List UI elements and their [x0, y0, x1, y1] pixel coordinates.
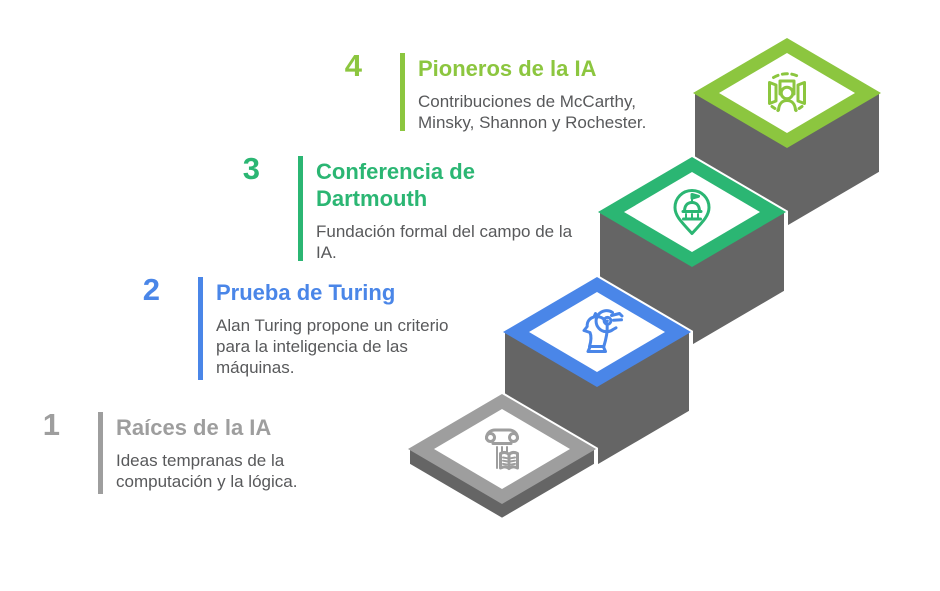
step-2-plate-inner — [529, 292, 665, 372]
step-3-description: Fundación formal del campo de la IA. — [316, 222, 573, 262]
step-1-description: Ideas tempranas de la computación y la l… — [116, 451, 298, 491]
step-2-number: 2 — [142, 272, 160, 307]
step-2-description: Alan Turing propone un criterio para la … — [216, 316, 449, 377]
step-4-block — [691, 35, 883, 231]
step-4-text-block: 4 Pioneros de la IA Contribuciones de Mc… — [345, 50, 668, 133]
step-1-block — [406, 391, 598, 523]
step-4-number: 4 — [344, 48, 362, 83]
step-3-accent-bar — [298, 156, 303, 261]
step-3-title: Conferencia de Dartmouth — [316, 159, 475, 211]
column-book-icon — [485, 428, 519, 470]
step-2-title: Prueba de Turing — [216, 280, 396, 305]
step-1-accent-bar — [98, 412, 103, 494]
step-2-text-block: 2 Prueba de Turing Alan Turing propone u… — [143, 274, 458, 380]
panorama-person-icon — [768, 72, 806, 112]
step-1-title: Raíces de la IA — [116, 415, 272, 440]
step-3-text-block: 3 Conferencia de Dartmouth Fundación for… — [243, 153, 572, 263]
chess-knight-robot-icon — [582, 309, 624, 353]
step-1-number: 1 — [42, 407, 60, 442]
step-1-text-block: 1 Raíces de la IA Ideas tempranas de la … — [43, 409, 336, 494]
step-3-number: 3 — [242, 151, 260, 186]
step-4-title: Pioneros de la IA — [418, 56, 597, 81]
step-3-block — [596, 154, 788, 350]
step-2-accent-bar — [198, 277, 203, 380]
step-2-block — [501, 274, 693, 470]
step-4-accent-bar — [400, 53, 405, 131]
step-4-description: Contribuciones de McCarthy, Minsky, Shan… — [418, 92, 647, 132]
landmark-pin-icon — [673, 189, 711, 235]
